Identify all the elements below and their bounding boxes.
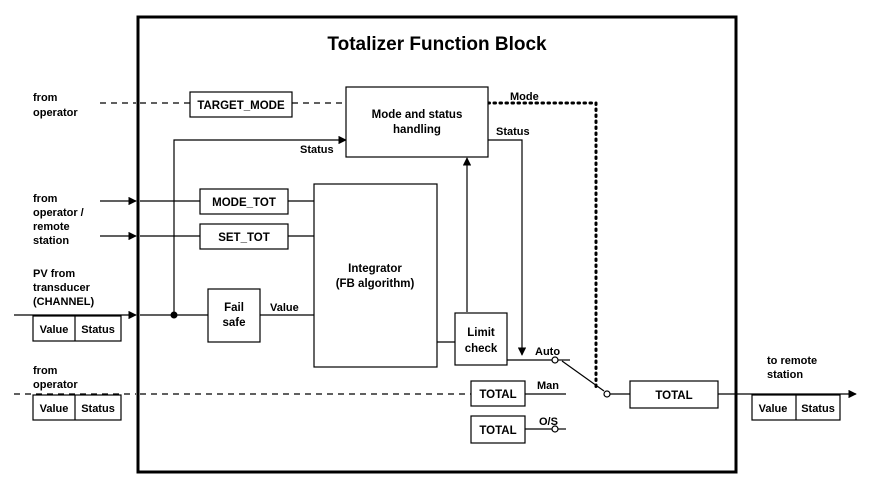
target-mode-block: TARGET_MODE	[189, 91, 293, 118]
svg-text:Status: Status	[81, 324, 115, 336]
switch-output-contact	[603, 390, 611, 398]
function-block-frame	[136, 15, 738, 474]
svg-text:Mode and status: Mode and status	[372, 109, 463, 121]
status-auto-line	[488, 139, 527, 356]
diagram-title: Totalizer Function Block	[327, 34, 547, 55]
svg-text:(FB algorithm): (FB algorithm)	[336, 278, 415, 290]
auto-switch-label: Auto	[535, 346, 560, 358]
integrator-block: Integrator (FB algorithm)	[313, 183, 438, 368]
svg-text:Limit: Limit	[467, 327, 495, 339]
input-label-pv-2: transducer	[33, 282, 91, 294]
status-in-label: Status	[300, 144, 334, 156]
limit-check-block: Limit check	[454, 312, 508, 366]
total-man-block: TOTAL	[470, 380, 526, 407]
fail-safe-block: Fail safe	[207, 288, 261, 343]
svg-text:TARGET_MODE: TARGET_MODE	[197, 100, 285, 112]
svg-text:SET_TOT: SET_TOT	[218, 232, 270, 244]
set-tot-block: SET_TOT	[199, 223, 289, 250]
output-value-status: Value Status	[751, 394, 841, 421]
pv-value-status: Value Status	[32, 315, 122, 342]
mode-status-block: Mode and status handling	[345, 86, 489, 158]
svg-text:Value: Value	[759, 403, 788, 415]
pv-junction	[170, 311, 178, 319]
input-label-operator-top-2: operator	[33, 107, 78, 119]
mode-signal-label: Mode	[510, 91, 539, 103]
value-signal-label: Value	[270, 302, 299, 314]
input-label-operator-remote-1: from	[33, 193, 58, 205]
svg-text:TOTAL: TOTAL	[479, 389, 516, 401]
svg-text:Status: Status	[81, 403, 115, 415]
mode-switch-blade	[561, 360, 605, 392]
svg-text:Integrator: Integrator	[348, 263, 402, 275]
svg-text:MODE_TOT: MODE_TOT	[212, 197, 276, 209]
svg-text:safe: safe	[222, 317, 245, 329]
status-feedback-line	[173, 135, 347, 315]
man-switch-label: Man	[537, 380, 559, 392]
svg-text:TOTAL: TOTAL	[479, 425, 516, 437]
total-os-block: TOTAL	[470, 415, 526, 444]
input-label-operator-remote-4: station	[33, 235, 69, 247]
input-label-operator-top-1: from	[33, 92, 58, 104]
input-label-pv-3: (CHANNEL)	[33, 296, 94, 308]
os-switch-label: O/S	[539, 416, 558, 428]
svg-text:Value: Value	[40, 324, 69, 336]
total-output-block: TOTAL	[629, 380, 719, 409]
svg-text:check: check	[465, 343, 498, 355]
svg-text:Fail: Fail	[224, 302, 244, 314]
mode-tot-block: MODE_TOT	[199, 188, 289, 215]
output-label-2: station	[767, 369, 803, 381]
input-label-operator-bottom-2: operator	[33, 379, 78, 391]
svg-text:Status: Status	[801, 403, 835, 415]
input-label-operator-remote-2: operator /	[33, 207, 84, 219]
input-label-pv-1: PV from	[33, 268, 75, 280]
mode-dotted-line	[486, 101, 598, 390]
operator-value-status: Value Status	[32, 394, 122, 421]
status-out-label: Status	[496, 126, 530, 138]
svg-text:handling: handling	[393, 124, 441, 136]
svg-text:TOTAL: TOTAL	[655, 390, 692, 402]
svg-text:Value: Value	[40, 403, 69, 415]
output-label-1: to remote	[767, 355, 817, 367]
input-label-operator-remote-3: remote	[33, 221, 70, 233]
input-label-operator-bottom-1: from	[33, 365, 58, 377]
